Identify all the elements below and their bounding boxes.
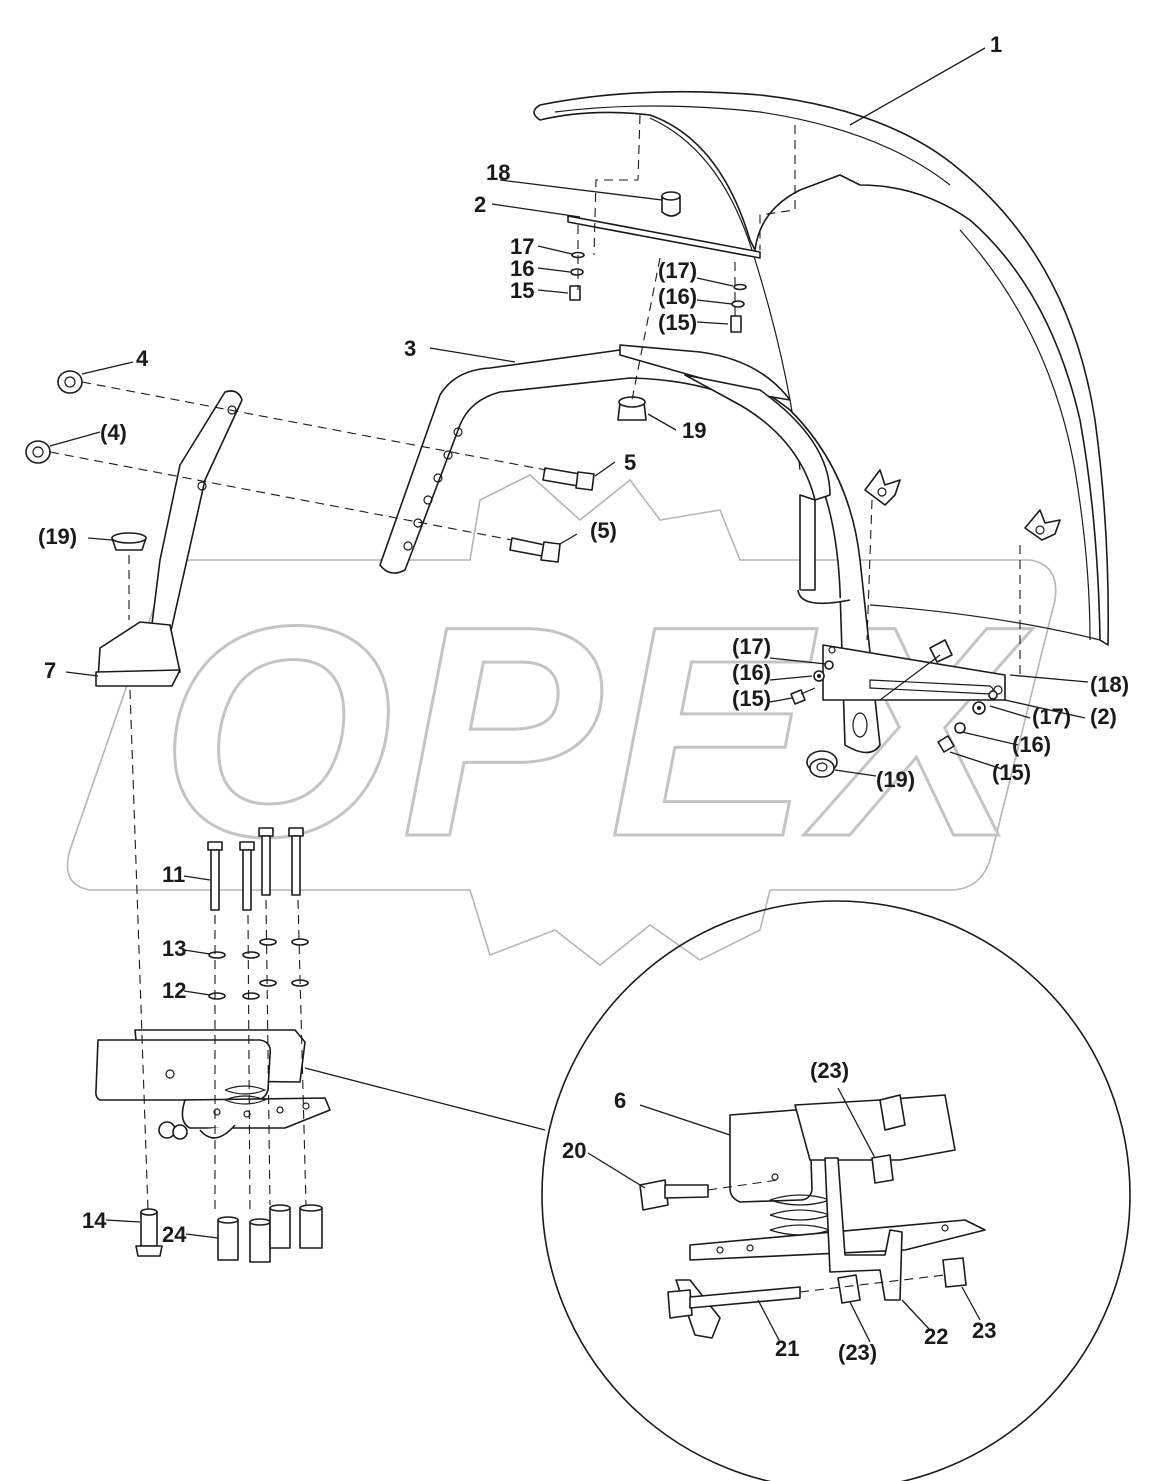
- label-16-ref-top: (16): [658, 284, 697, 309]
- label-22: 22: [924, 1324, 948, 1349]
- label-11: 11: [162, 862, 185, 887]
- label-4: 4: [136, 346, 149, 371]
- label-12: 12: [162, 978, 186, 1003]
- label-23-ref-bottom: (23): [838, 1340, 877, 1365]
- label-17-ref-side: (17): [732, 634, 771, 659]
- label-1: 1: [990, 32, 1002, 57]
- label-3: 3: [404, 336, 416, 361]
- bolt-5-upper: [542, 467, 595, 491]
- label-5-ref: (5): [590, 518, 617, 543]
- label-19-ref-bottom: (19): [876, 767, 915, 792]
- bushing-19-left: [111, 532, 147, 551]
- label-19: 19: [682, 418, 706, 443]
- arch-bracket: [379, 344, 1006, 754]
- nut-19-top: [617, 396, 647, 421]
- support-arm: [95, 390, 243, 687]
- spring-mount-assembly: [95, 1029, 331, 1140]
- detail-view: [541, 900, 1131, 1481]
- label-14: 14: [82, 1208, 107, 1233]
- label-5: 5: [624, 450, 636, 475]
- nut-4-upper: [57, 370, 83, 394]
- label-18: 18: [486, 160, 510, 185]
- wing-nut-left: [864, 469, 901, 506]
- wing-nut-right: [1024, 509, 1061, 541]
- fasteners-left-side: [790, 660, 834, 705]
- leader-lines: [49, 47, 1089, 1343]
- label-21: 21: [775, 1336, 799, 1361]
- label-18-ref: (18): [1090, 672, 1129, 697]
- label-17-ref-right: (17): [1032, 704, 1071, 729]
- label-23-ref-top: (23): [810, 1058, 849, 1083]
- mounting-plate-top: [567, 191, 761, 259]
- watermark-text: OPEX: [160, 563, 1033, 899]
- label-15-ref-top: (15): [658, 310, 697, 335]
- side-stud: [879, 639, 953, 701]
- label-7: 7: [44, 658, 56, 683]
- label-19-ref-left: (19): [38, 524, 77, 549]
- label-6: 6: [614, 1088, 626, 1113]
- nut-4-lower: [25, 440, 51, 464]
- label-23: 23: [972, 1318, 996, 1343]
- label-15-ref-right: (15): [992, 760, 1031, 785]
- label-15-ref-side: (15): [732, 686, 771, 711]
- nut-19-bottom: [806, 750, 838, 778]
- label-16-ref-side: (16): [732, 660, 771, 685]
- label-17: 17: [510, 234, 534, 259]
- label-20: 20: [562, 1138, 586, 1163]
- part-labels: 1 18 2 17 16 15 (17) (16) (15) 3 4 (4) 1…: [38, 32, 1129, 1365]
- label-15: 15: [510, 278, 534, 303]
- label-16: 16: [510, 256, 534, 281]
- bushings-24: [217, 1204, 323, 1263]
- opex-watermark: OPEX: [66, 474, 1057, 967]
- bolt-5-lower: [509, 537, 561, 563]
- label-16-ref-right: (16): [1012, 732, 1051, 757]
- label-4-ref: (4): [100, 420, 127, 445]
- washers-13-12: [208, 938, 309, 1000]
- label-13: 13: [162, 936, 186, 961]
- label-24: 24: [162, 1222, 187, 1247]
- fasteners-top: [569, 251, 747, 333]
- assembly-centerlines: [49, 114, 1021, 1293]
- bolts-11: [207, 827, 304, 911]
- label-2-ref: (2): [1090, 704, 1117, 729]
- label-2: 2: [474, 192, 486, 217]
- label-17-ref-top: (17): [658, 258, 697, 283]
- fasteners-right-side: [937, 690, 998, 753]
- bushing-14: [135, 1208, 163, 1257]
